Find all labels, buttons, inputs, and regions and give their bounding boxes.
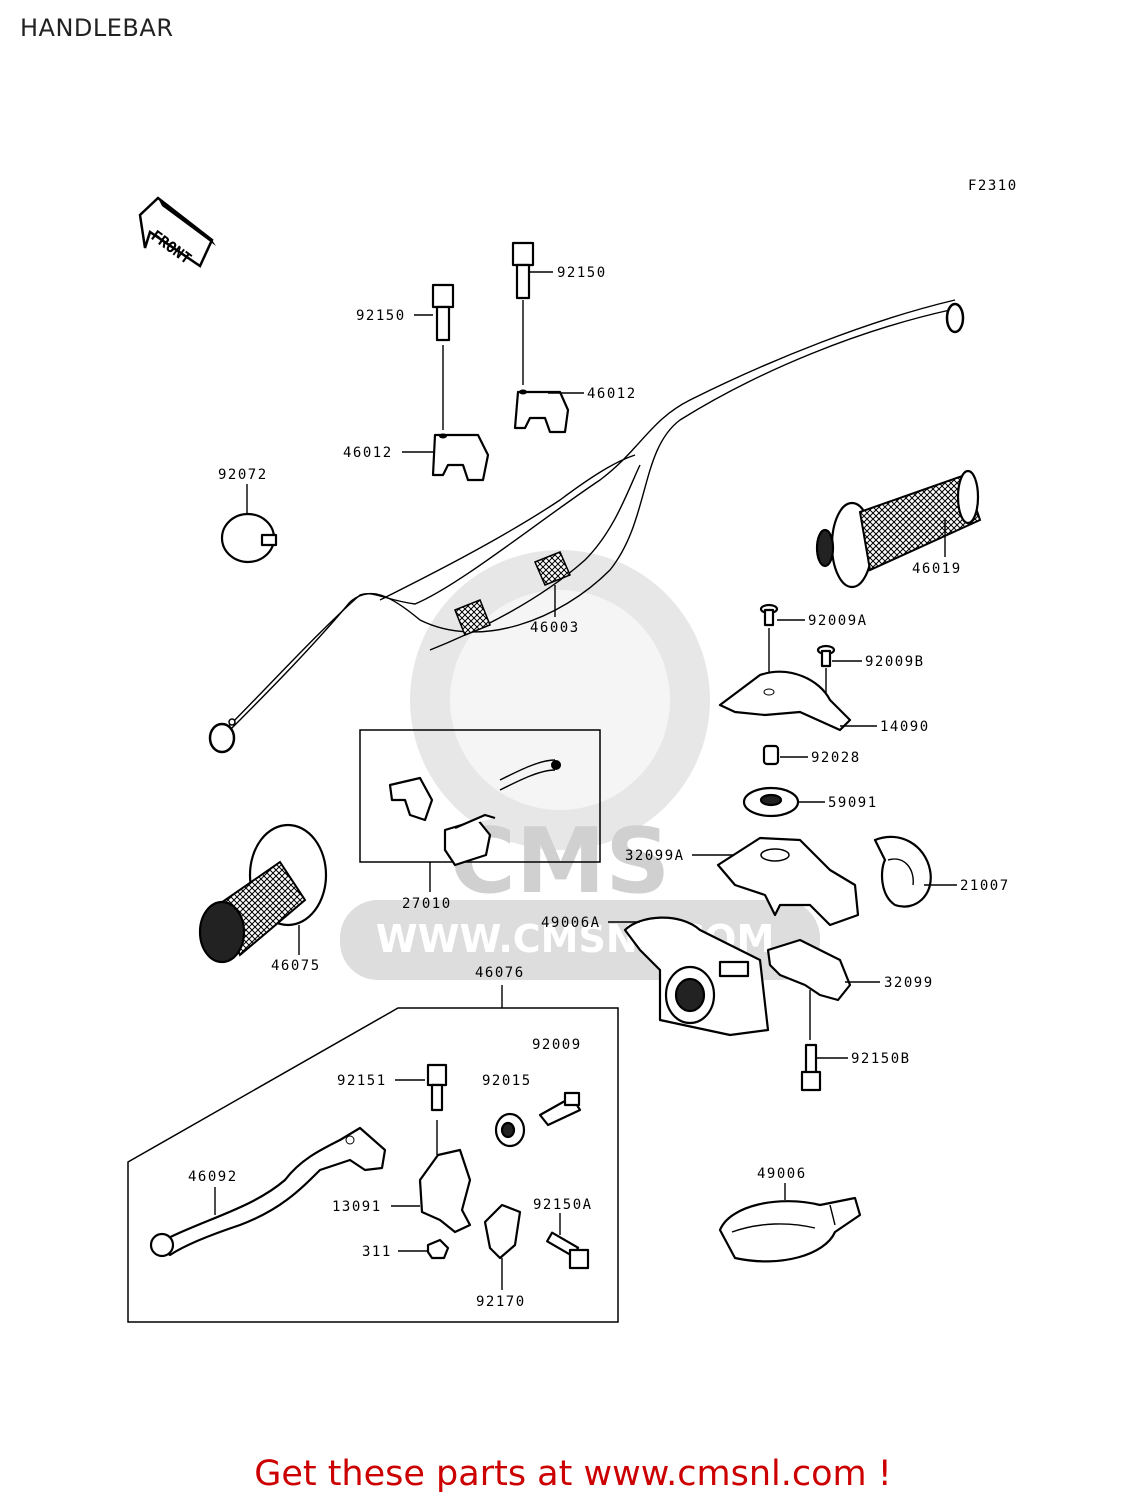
label-46019: 46019 bbox=[912, 561, 962, 577]
label-49006: 49006 bbox=[757, 1166, 807, 1182]
clamp-92170-icon bbox=[483, 1203, 522, 1260]
spacer-92028-icon bbox=[762, 744, 780, 766]
label-46003: 46003 bbox=[530, 620, 580, 636]
clamp-46012-left-icon bbox=[431, 433, 490, 482]
label-49006A: 49006A bbox=[541, 915, 601, 931]
label-92072: 92072 bbox=[218, 467, 268, 483]
label-92150B: 92150B bbox=[851, 1051, 911, 1067]
label-92150A: 92150A bbox=[533, 1197, 593, 1213]
label-92170: 92170 bbox=[476, 1294, 526, 1310]
bolt-92150A-icon bbox=[546, 1231, 590, 1270]
label-92015: 92015 bbox=[482, 1073, 532, 1089]
ring-21007-icon bbox=[873, 835, 932, 908]
band-92072-icon bbox=[220, 512, 278, 564]
label-21007: 21007 bbox=[960, 878, 1010, 894]
label-46076: 46076 bbox=[475, 965, 525, 981]
page-title: HANDLEBAR bbox=[20, 14, 174, 42]
adjuster-92009-icon bbox=[538, 1091, 582, 1127]
bracket-13091-icon bbox=[418, 1148, 472, 1234]
cap-49006-icon bbox=[718, 1196, 862, 1263]
label-46092: 46092 bbox=[188, 1169, 238, 1185]
front-arrow-icon: FRONT bbox=[138, 196, 216, 268]
footer-link-text[interactable]: Get these parts at www.cmsnl.com ! bbox=[254, 1454, 892, 1494]
label-32099A: 32099A bbox=[625, 848, 685, 864]
cover-14090-icon bbox=[718, 670, 852, 732]
label-13091: 13091 bbox=[332, 1199, 382, 1215]
bolt-92151-icon bbox=[426, 1063, 448, 1155]
label-92028: 92028 bbox=[811, 750, 861, 766]
label-46075: 46075 bbox=[271, 958, 321, 974]
switch-27010-group bbox=[359, 729, 601, 867]
label-32099: 32099 bbox=[884, 975, 934, 991]
nut-311-icon bbox=[426, 1238, 450, 1260]
leader-lines bbox=[214, 271, 957, 1290]
handlebar bbox=[208, 299, 965, 754]
throttle-grip-46019-icon bbox=[815, 469, 982, 589]
nut-92015-icon bbox=[494, 1112, 526, 1148]
lever-assembly-box bbox=[127, 1007, 619, 1323]
figure-code: F2310 bbox=[968, 178, 1018, 194]
label-46012-right: 46012 bbox=[587, 386, 637, 402]
pulley-59091-icon bbox=[742, 786, 800, 818]
bolt-92150-top-icon bbox=[511, 241, 535, 385]
label-14090: 14090 bbox=[880, 719, 930, 735]
lever-46092-icon bbox=[149, 1126, 387, 1258]
label-46012-left: 46012 bbox=[343, 445, 393, 461]
part-labels: 92150 92150 46012 46012 92072 46003 4601… bbox=[188, 265, 1010, 1310]
label-92151: 92151 bbox=[337, 1073, 387, 1089]
clamp-46012-right-icon bbox=[513, 389, 570, 434]
label-27010: 27010 bbox=[402, 896, 452, 912]
throttle-tube-49006A-icon bbox=[623, 916, 770, 1037]
bolt-92150B-icon bbox=[800, 990, 822, 1092]
housing-32099A-icon bbox=[716, 836, 860, 927]
label-92150-top: 92150 bbox=[557, 265, 607, 281]
label-92009: 92009 bbox=[532, 1037, 582, 1053]
grip-46075-icon bbox=[198, 823, 328, 964]
label-311: 311 bbox=[362, 1244, 392, 1260]
label-92009A: 92009A bbox=[808, 613, 868, 629]
label-92150-left: 92150 bbox=[356, 308, 406, 324]
label-59091: 59091 bbox=[828, 795, 878, 811]
housing-32099-icon bbox=[766, 938, 852, 1002]
bolt-92150-left-icon bbox=[431, 283, 455, 430]
label-92009B: 92009B bbox=[865, 654, 925, 670]
